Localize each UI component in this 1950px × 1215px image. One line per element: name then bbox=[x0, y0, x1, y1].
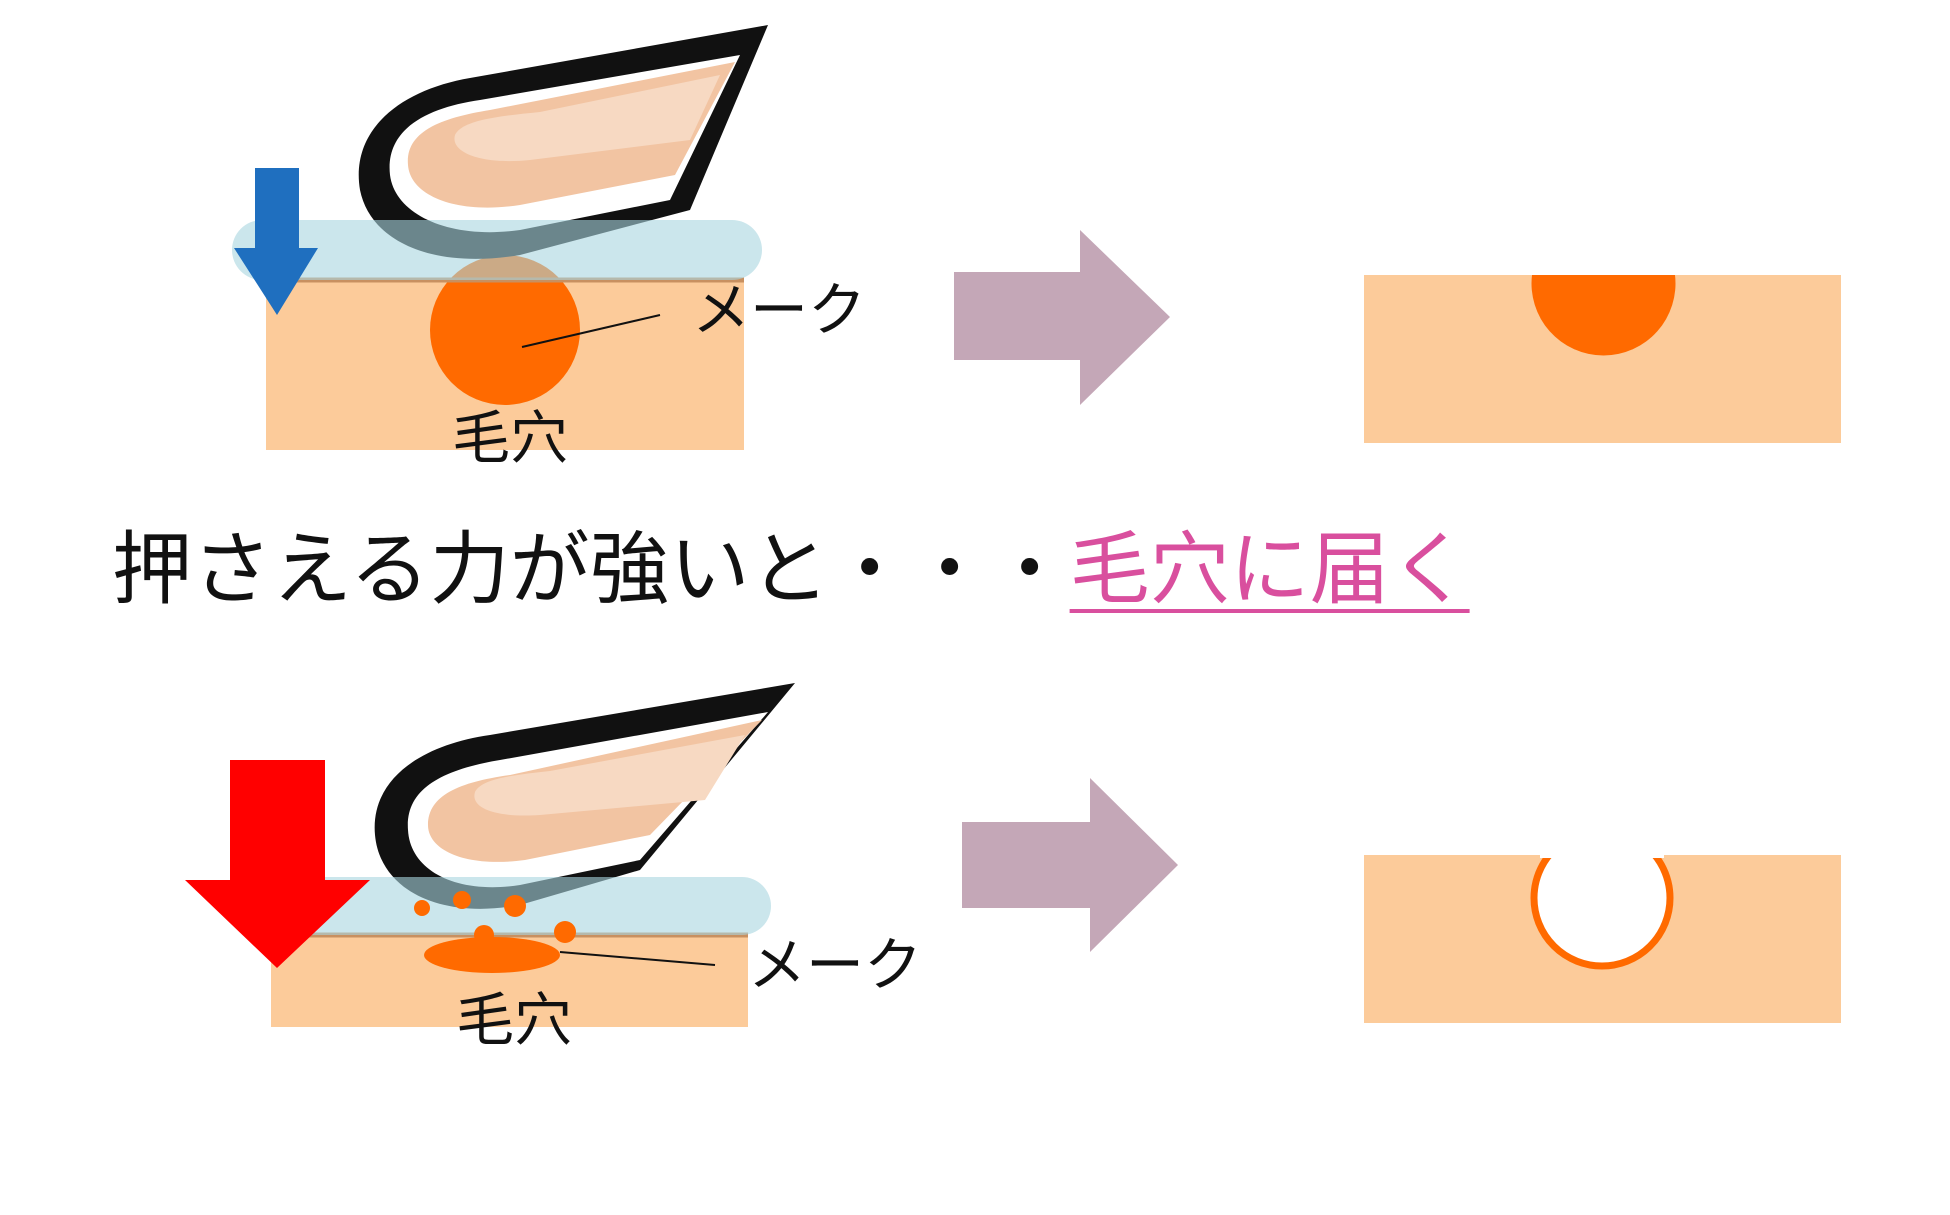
makeup-leader-line-bottom bbox=[559, 951, 716, 966]
caption-text: 押さえる力が強いと・・・ bbox=[112, 523, 1070, 616]
caption: 押さえる力が強いと・・・毛穴に届く bbox=[112, 520, 1470, 620]
pore-label-bottom: 毛穴 bbox=[456, 986, 572, 1054]
finger-top bbox=[300, 20, 770, 259]
caption-highlight: 毛穴に届く bbox=[1069, 523, 1470, 616]
makeup-particles bbox=[414, 891, 576, 945]
pore-label-top: 毛穴 bbox=[452, 404, 568, 472]
finger-bottom bbox=[374, 683, 795, 909]
makeup-leader-line bbox=[521, 314, 661, 348]
transition-arrow-top bbox=[954, 230, 1170, 405]
result-bottom bbox=[1364, 850, 1841, 1023]
press-arrow-light bbox=[234, 168, 318, 315]
empty-pore-ring bbox=[1530, 855, 1674, 970]
top-left-scene: メーク 毛穴 bbox=[232, 20, 866, 472]
sponge-bottom bbox=[236, 877, 771, 935]
makeup-label-top: メーク bbox=[692, 276, 866, 344]
bottom-left-scene: メーク 毛穴 bbox=[185, 683, 922, 1054]
pore-opening bbox=[1540, 850, 1664, 858]
result-top bbox=[1364, 275, 1841, 443]
transition-arrow-bottom bbox=[962, 778, 1178, 952]
makeup-dot-top-left bbox=[430, 255, 580, 405]
makeup-label-bottom: メーク bbox=[748, 931, 922, 999]
press-arrow-strong bbox=[185, 760, 370, 968]
makeup-in-pore bbox=[1531, 275, 1676, 356]
makeup-squashed bbox=[424, 937, 560, 973]
sponge-top bbox=[232, 220, 762, 280]
